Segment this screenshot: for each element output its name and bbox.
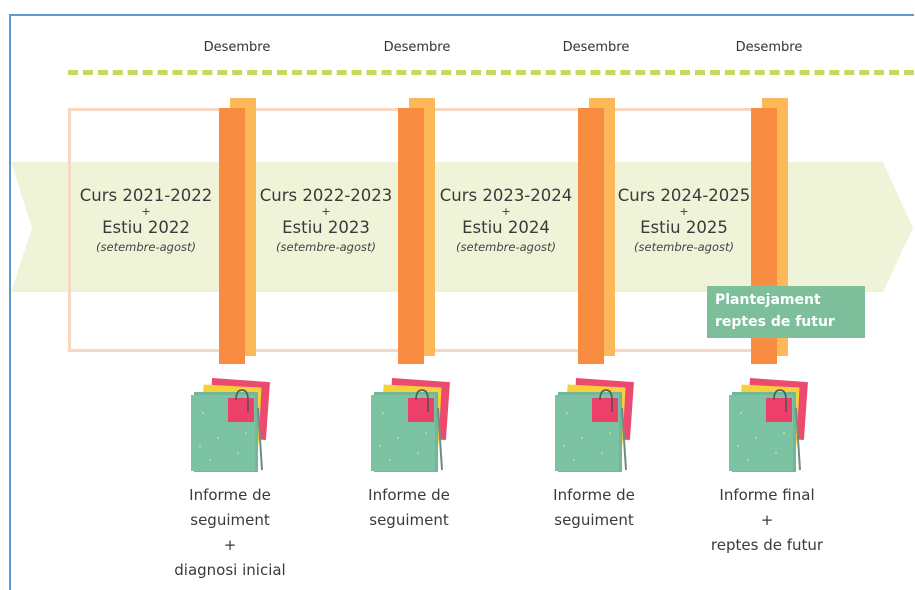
caption-line: Informe de bbox=[553, 486, 635, 504]
period-1: Curs 2021-2022 + Estiu 2022 (setembre-ag… bbox=[61, 186, 231, 256]
period-range: (setembre-agost) bbox=[276, 240, 376, 254]
caption-line: Informe final bbox=[719, 486, 815, 504]
period-plus: + bbox=[679, 205, 689, 218]
period-range: (setembre-agost) bbox=[634, 240, 734, 254]
future-challenges-callout: Plantejament reptes de futur bbox=[707, 286, 865, 338]
caption-line: Informe de bbox=[368, 486, 450, 504]
period-3: Curs 2023-2024 + Estiu 2024 (setembre-ag… bbox=[421, 186, 591, 256]
period-summer: Estiu 2023 bbox=[282, 218, 370, 237]
callout-line-2: reptes de futur bbox=[715, 314, 835, 330]
period-course: Curs 2024-2025 bbox=[617, 186, 751, 205]
caption-line: seguiment bbox=[190, 511, 270, 529]
milestone-bar-3 bbox=[578, 108, 604, 364]
caption-line: Informe de bbox=[189, 486, 271, 504]
caption-line: diagnosi inicial bbox=[174, 561, 286, 579]
report-folder-icon bbox=[191, 378, 270, 472]
caption-line: + bbox=[760, 511, 774, 529]
report-folder-icon bbox=[555, 378, 634, 472]
caption-line: reptes de futur bbox=[710, 536, 824, 554]
report-caption-4: Informe final + reptes de futur bbox=[687, 483, 847, 558]
period-2: Curs 2022-2023 + Estiu 2023 (setembre-ag… bbox=[241, 186, 411, 256]
callout-line-1: Plantejament bbox=[715, 292, 821, 308]
report-folder-icon bbox=[729, 378, 808, 472]
report-caption-1: Informe de seguiment + diagnosi inicial bbox=[150, 483, 310, 583]
milestone-bar-2 bbox=[398, 108, 424, 364]
diagram-frame bbox=[9, 14, 914, 590]
report-caption-2: Informe de seguiment bbox=[329, 483, 489, 533]
period-course: Curs 2023-2024 bbox=[439, 186, 573, 205]
report-caption-3: Informe de seguiment bbox=[514, 483, 674, 533]
caption-line: + bbox=[223, 536, 237, 554]
period-course: Curs 2021-2022 bbox=[79, 186, 213, 205]
report-folder-icon bbox=[371, 378, 450, 472]
month-label-3: Desembre bbox=[562, 40, 630, 55]
dashed-timeline bbox=[68, 70, 914, 75]
caption-line: seguiment bbox=[554, 511, 634, 529]
period-plus: + bbox=[501, 205, 511, 218]
period-plus: + bbox=[141, 205, 151, 218]
period-summer: Estiu 2024 bbox=[462, 218, 550, 237]
caption-line: seguiment bbox=[369, 511, 449, 529]
month-label-4: Desembre bbox=[735, 40, 803, 55]
period-range: (setembre-agost) bbox=[456, 240, 556, 254]
period-summer: Estiu 2022 bbox=[102, 218, 190, 237]
milestone-bar-1 bbox=[219, 108, 245, 364]
period-summer: Estiu 2025 bbox=[640, 218, 728, 237]
period-range: (setembre-agost) bbox=[96, 240, 196, 254]
month-label-2: Desembre bbox=[383, 40, 451, 55]
period-course: Curs 2022-2023 bbox=[259, 186, 393, 205]
period-plus: + bbox=[321, 205, 331, 218]
period-4: Curs 2024-2025 + Estiu 2025 (setembre-ag… bbox=[599, 186, 769, 256]
month-label-1: Desembre bbox=[203, 40, 271, 55]
